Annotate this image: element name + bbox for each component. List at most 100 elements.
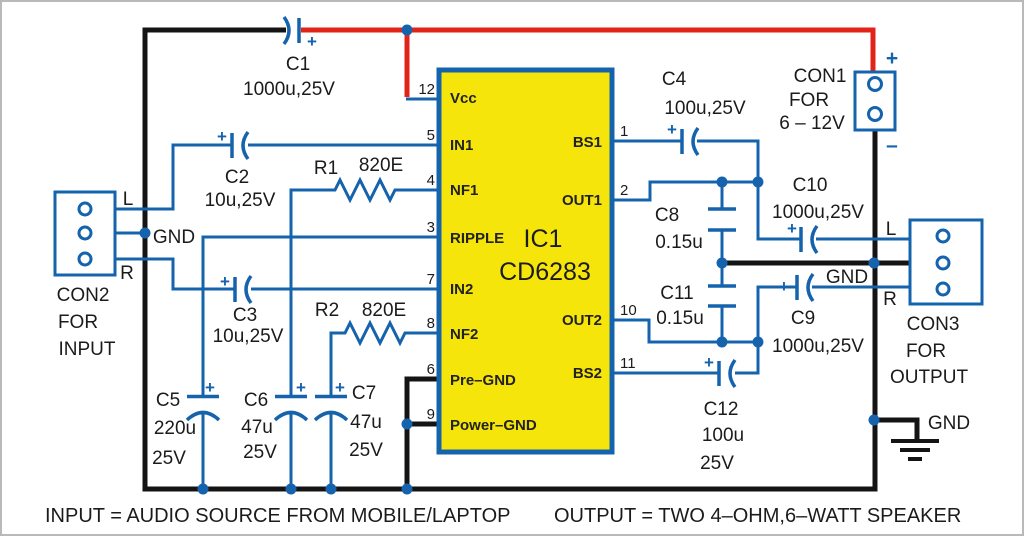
pin-num-12: 12 (418, 81, 435, 98)
label-c5-val1: 220u (154, 418, 196, 439)
pin-name-nf1: NF1 (450, 182, 478, 199)
connector-con3 (908, 218, 984, 306)
con1-plus-mark: + (886, 47, 898, 70)
pin-num-8: 8 (427, 315, 435, 332)
pin-num-11: 11 (620, 355, 636, 372)
pin-num-4: 4 (427, 172, 435, 189)
junction-dots (139, 24, 880, 495)
label-c4-ref: C4 (662, 69, 687, 90)
label-r2-ref: R2 (315, 300, 339, 321)
capacitor-c7-icon (313, 394, 349, 422)
plus-c9: + (779, 277, 789, 296)
capacitor-c11-icon (708, 284, 736, 308)
pin-name-vcc: Vcc (450, 90, 477, 107)
capacitor-c2-icon (230, 130, 250, 161)
pin-num-5: 5 (427, 127, 435, 144)
caption-input: INPUT = AUDIO SOURCE FROM MOBILE/LAPTOP (45, 505, 510, 527)
plus-c2: + (217, 127, 227, 146)
pin-num-9: 9 (427, 406, 435, 423)
label-con1-name: CON1 (794, 66, 847, 87)
label-c5-ref: C5 (156, 390, 180, 411)
plus-c5: + (205, 378, 215, 397)
label-c7-val1: 47u (350, 412, 382, 433)
capacitor-c12-icon (717, 358, 737, 389)
label-c2-val: 10u,25V (205, 190, 276, 211)
label-c11-val: 0.15u (656, 308, 704, 329)
plus-c6: + (296, 378, 306, 397)
ic-body (436, 67, 615, 455)
connector-con2 (53, 190, 117, 277)
plus-c7: + (335, 378, 345, 397)
polarity-plus-marks: + + + + + + + + + + (205, 32, 797, 397)
capacitor-c6-icon (273, 394, 309, 422)
label-con3-name: CON3 (907, 314, 960, 335)
label-con2-r: R (120, 263, 134, 284)
pin-num-7: 7 (427, 271, 435, 288)
connector-con1 (853, 70, 897, 132)
plus-c3: + (220, 272, 230, 291)
capacitor-c3-icon (233, 274, 253, 305)
blue-wires (115, 97, 910, 491)
label-con2-for: FOR (58, 312, 98, 333)
plus-c4: + (667, 120, 677, 139)
con1-minus-mark: – (886, 134, 898, 157)
label-r1-ref: R1 (314, 158, 338, 179)
capacitor-c5-icon (185, 394, 221, 422)
caption-output: OUTPUT = TWO 4–OHM,6–WATT SPEAKER (554, 505, 961, 527)
pin-name-bs2: BS2 (573, 365, 602, 382)
label-c11-ref: C11 (660, 283, 693, 304)
plus-c1: + (307, 32, 317, 51)
label-c9-val: 1000u,25V (772, 336, 864, 357)
pin-num-6: 6 (427, 361, 435, 378)
label-con2-name: CON2 (57, 285, 110, 306)
label-c12-ref: C12 (704, 399, 739, 420)
capacitor-c10-icon (799, 224, 819, 255)
label-c3-ref: C3 (233, 305, 257, 326)
pin-name-out1: OUT1 (562, 192, 602, 209)
pin-num-1: 1 (620, 123, 628, 140)
capacitor-c4-icon (680, 126, 700, 157)
label-con3-gnd: GND (826, 267, 868, 288)
label-c6-ref: C6 (244, 390, 268, 411)
label-c1-ref: C1 (286, 54, 310, 75)
label-c5-val2: 25V (152, 448, 186, 469)
pin-name-ripple: RIPPLE (450, 230, 504, 247)
label-con1-for: FOR (789, 90, 829, 111)
label-c8-val: 0.15u (655, 232, 703, 253)
pin-name-power-gnd: Power–GND (450, 417, 537, 434)
pin-name-pre-gnd: Pre–GND (450, 372, 516, 389)
label-c7-val2: 25V (349, 440, 383, 461)
pin-num-10: 10 (620, 302, 637, 319)
capacitor-symbols (185, 15, 819, 422)
ic-part-number: CD6283 (499, 258, 591, 286)
pin-name-in1: IN1 (450, 137, 473, 154)
ic-ref: IC1 (524, 225, 563, 253)
label-con2-l: L (123, 189, 134, 210)
label-con3-role: OUTPUT (890, 367, 969, 388)
label-con3-for: FOR (906, 341, 946, 362)
pin-name-out2: OUT2 (562, 312, 602, 329)
capacitor-c1-icon (282, 15, 301, 46)
label-ground: GND (928, 413, 970, 434)
label-r2-val: 820E (362, 300, 406, 321)
label-c9-ref: C9 (791, 308, 815, 329)
plus-c12: + (704, 353, 714, 372)
label-c12-val1: 100u (702, 425, 744, 446)
label-c1-val: 1000u,25V (243, 79, 335, 100)
label-c6-val1: 47u (241, 417, 273, 438)
pin-num-2: 2 (620, 182, 628, 199)
pin-name-bs1: BS1 (573, 134, 602, 151)
label-c8-ref: C8 (655, 205, 679, 226)
plus-c10: + (787, 219, 797, 238)
label-c4-val: 100u,25V (664, 98, 746, 119)
label-c7-ref: C7 (352, 383, 376, 404)
label-c12-val2: 25V (700, 453, 734, 474)
label-con3-r: R (883, 289, 897, 310)
label-c10-val: 1000u,25V (772, 202, 864, 223)
label-c10-ref: C10 (793, 175, 828, 196)
earth-ground-icon (891, 439, 939, 461)
label-c2-ref: C2 (225, 167, 249, 188)
label-c3-val: 10u,25V (213, 326, 284, 347)
